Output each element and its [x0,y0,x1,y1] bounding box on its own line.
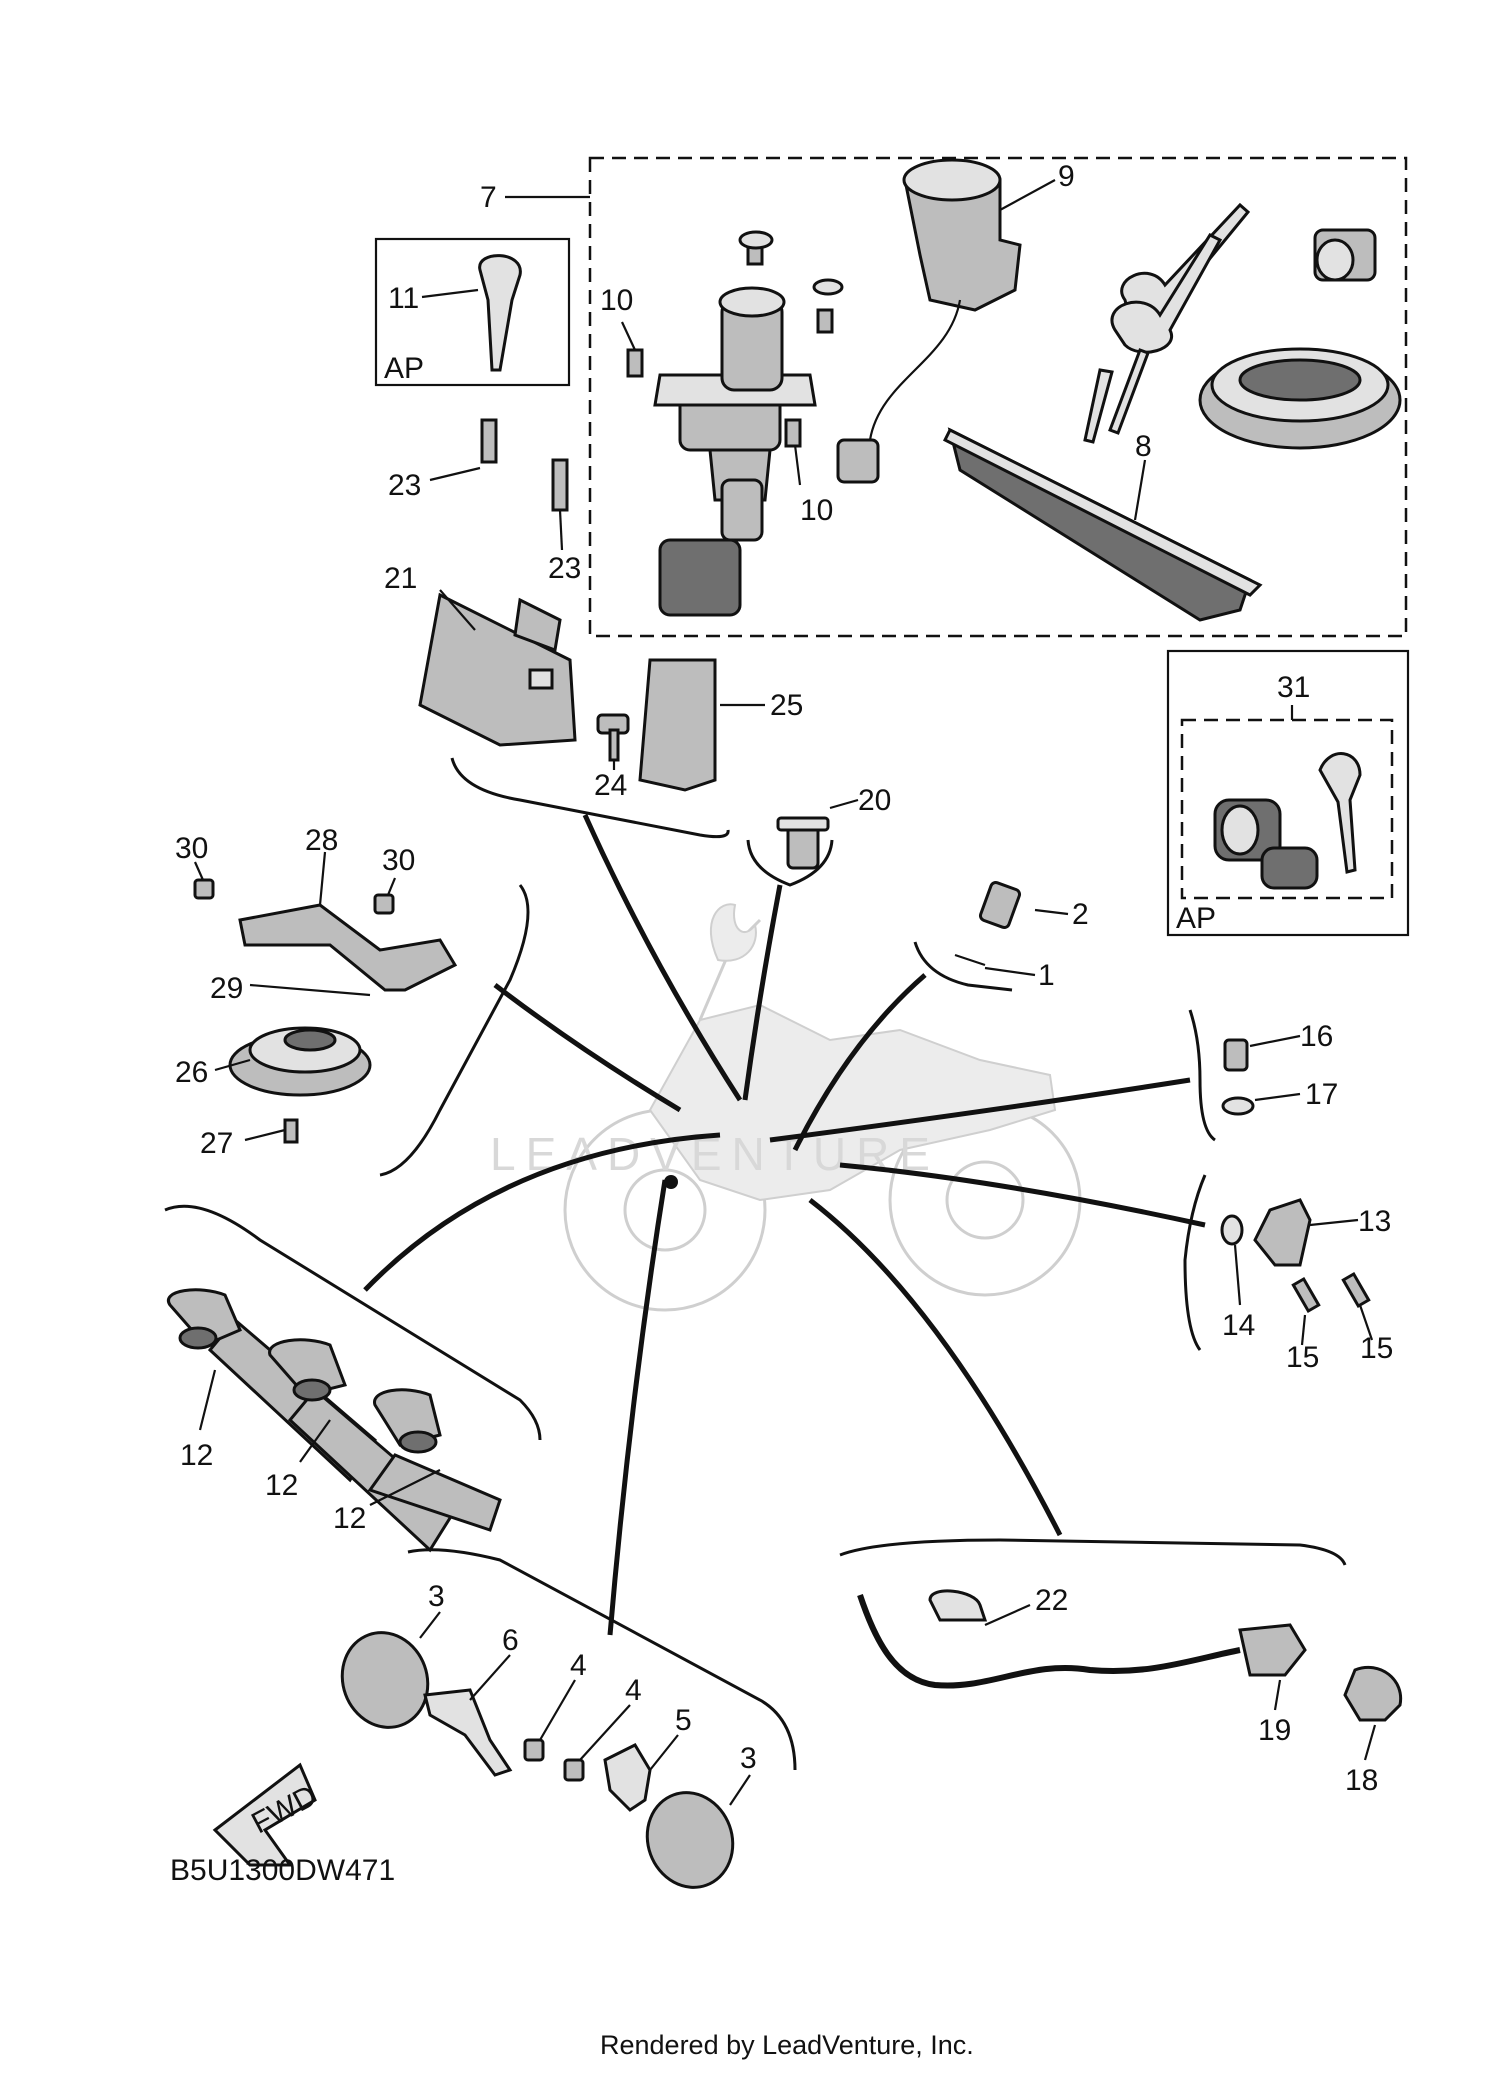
ap-box-11 [374,237,571,387]
callout-30b: 30 [382,844,415,877]
callout-15b: 15 [1360,1332,1393,1365]
sensor-harness [857,1594,1403,1722]
sensor-20 [776,816,830,870]
callout-1: 1 [1038,959,1055,992]
lock-cylinder [1313,228,1377,282]
ignition-coils-12 [166,1288,502,1553]
reflector-3b [645,1791,735,1889]
bolt-15a [1291,1276,1321,1314]
bracket-21 [418,592,577,747]
sensor-2 [978,880,1022,930]
cover-25 [638,658,717,792]
callout-3b: 3 [740,1742,757,1775]
sensor-16 [1223,1038,1249,1072]
plate-8 [942,427,1263,622]
ap-label-11: AP [384,352,424,385]
screws-main-switch [480,348,802,512]
callout-20: 20 [858,784,891,817]
callout-14: 14 [1222,1309,1255,1342]
callout-8: 8 [1135,430,1152,463]
ap-box-31 [1166,649,1410,937]
motorcycle-silhouette: LEADVENTURE [490,903,1082,1312]
screw-27 [283,1118,299,1144]
callout-4b: 4 [625,1674,642,1707]
key-11 [478,254,522,372]
callout-4a: 4 [570,1649,587,1682]
callout-16: 16 [1300,1020,1333,1053]
callout-23b: 23 [548,552,581,585]
fwd-arrow-icon: FWD [212,1762,322,1867]
nut-4b [563,1758,585,1782]
kit-7-box [588,156,1408,638]
callout-18: 18 [1345,1764,1378,1797]
bolt-30a [193,878,215,900]
kit-31-box [1180,718,1394,900]
callout-13: 13 [1358,1205,1391,1238]
callout-11: 11 [388,282,419,315]
bracket-5 [603,1743,652,1812]
keys [1083,202,1251,444]
callout-26: 26 [175,1056,208,1089]
main-switch-assembly [653,230,844,617]
callout-22: 22 [1035,1584,1068,1617]
bracket-6 [423,1688,513,1777]
callout-28: 28 [305,824,338,857]
callout-30a: 30 [175,832,208,865]
cylinder-kit-31 [1213,752,1362,890]
callout-17: 17 [1305,1078,1338,1111]
horn-bracket-28 [238,903,458,992]
callout-21: 21 [384,562,417,595]
callout-31: 31 [1277,671,1310,704]
o-ring-14 [1220,1214,1244,1246]
connection-lines [363,813,1206,1636]
callout-5: 5 [675,1704,692,1737]
bolt-24 [596,713,630,762]
callout-15a: 15 [1286,1341,1319,1374]
reflector-3a [340,1631,430,1729]
callout-9: 9 [1058,160,1075,193]
callout-2: 2 [1072,898,1089,931]
bolt-15b [1341,1271,1371,1309]
washer-17 [1221,1096,1255,1116]
callout-7: 7 [480,181,497,214]
callout-19: 19 [1258,1714,1291,1747]
diagram-code: B5U1300DW471 [170,1854,395,1887]
callout-27: 27 [200,1127,233,1160]
fuel-cap [1198,347,1402,450]
clamp-22 [928,1589,988,1622]
callout-3a: 3 [428,1580,445,1613]
callout-23a: 23 [388,469,421,502]
callout-12a: 12 [180,1439,213,1472]
footer-credit: Rendered by LeadVenture, Inc. [600,2030,974,2060]
nut-4a [523,1738,545,1762]
callout-12b: 12 [265,1469,298,1502]
ap-label-31: AP [1176,902,1216,935]
callout-10b: 10 [800,494,833,527]
callout-29: 29 [210,972,243,1005]
callout-25: 25 [770,689,803,722]
callout-6: 6 [502,1624,519,1657]
key-cylinder-9 [836,158,1022,484]
horn-26 [228,1026,372,1097]
callout-10a: 10 [600,284,633,317]
sensor-13 [1253,1198,1312,1267]
callout-24: 24 [594,769,627,802]
bolt-30b [373,893,395,915]
callout-12c: 12 [333,1502,366,1535]
